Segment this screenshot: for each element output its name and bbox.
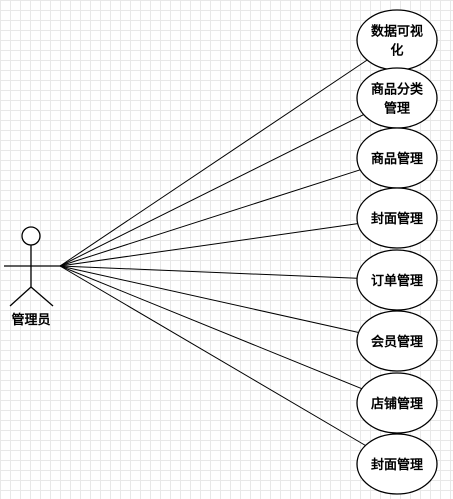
use-case-label: 数据可视 xyxy=(371,24,423,40)
association-lines xyxy=(59,59,368,446)
association-line-5 xyxy=(59,265,358,279)
use-case-8[interactable]: 封面管理 xyxy=(356,433,438,495)
use-case-ellipse xyxy=(356,67,438,129)
association-line-1 xyxy=(59,59,368,267)
use-case-ellipse xyxy=(356,433,438,495)
use-case-ellipse xyxy=(356,187,438,249)
use-case-label: 化 xyxy=(390,43,403,59)
use-case-label: 商品管理 xyxy=(371,151,423,167)
use-case-4[interactable]: 封面管理 xyxy=(356,187,438,249)
actor-right-leg xyxy=(30,286,54,307)
use-case-label: 封面管理 xyxy=(371,457,423,473)
use-case-ellipse xyxy=(356,9,438,71)
actor-label: 管理员 xyxy=(11,312,50,328)
use-case-ellipse xyxy=(356,249,438,311)
use-case-label: 商品分类 xyxy=(371,82,424,98)
association-line-2 xyxy=(59,114,364,267)
use-case-label: 封面管理 xyxy=(371,211,423,227)
association-line-8 xyxy=(59,265,366,446)
use-case-7[interactable]: 店铺管理 xyxy=(356,372,438,434)
use-case-label: 管理 xyxy=(384,101,410,117)
use-case-ellipse xyxy=(356,310,438,372)
use-case-label: 会员管理 xyxy=(371,334,423,350)
use-case-label: 店铺管理 xyxy=(371,396,423,412)
association-line-4 xyxy=(59,223,358,267)
use-case-ellipse xyxy=(356,372,438,434)
actor-head xyxy=(21,226,41,246)
use-case-5[interactable]: 订单管理 xyxy=(356,249,438,311)
use-case-6[interactable]: 会员管理 xyxy=(356,310,438,372)
association-line-6 xyxy=(59,265,359,333)
association-line-3 xyxy=(59,169,361,267)
use-case-3[interactable]: 商品管理 xyxy=(356,127,438,189)
actor-admin[interactable]: 管理员 xyxy=(4,226,60,328)
actor-left-leg xyxy=(9,286,32,307)
use-case-label: 订单管理 xyxy=(371,273,423,289)
association-line-7 xyxy=(59,265,362,390)
